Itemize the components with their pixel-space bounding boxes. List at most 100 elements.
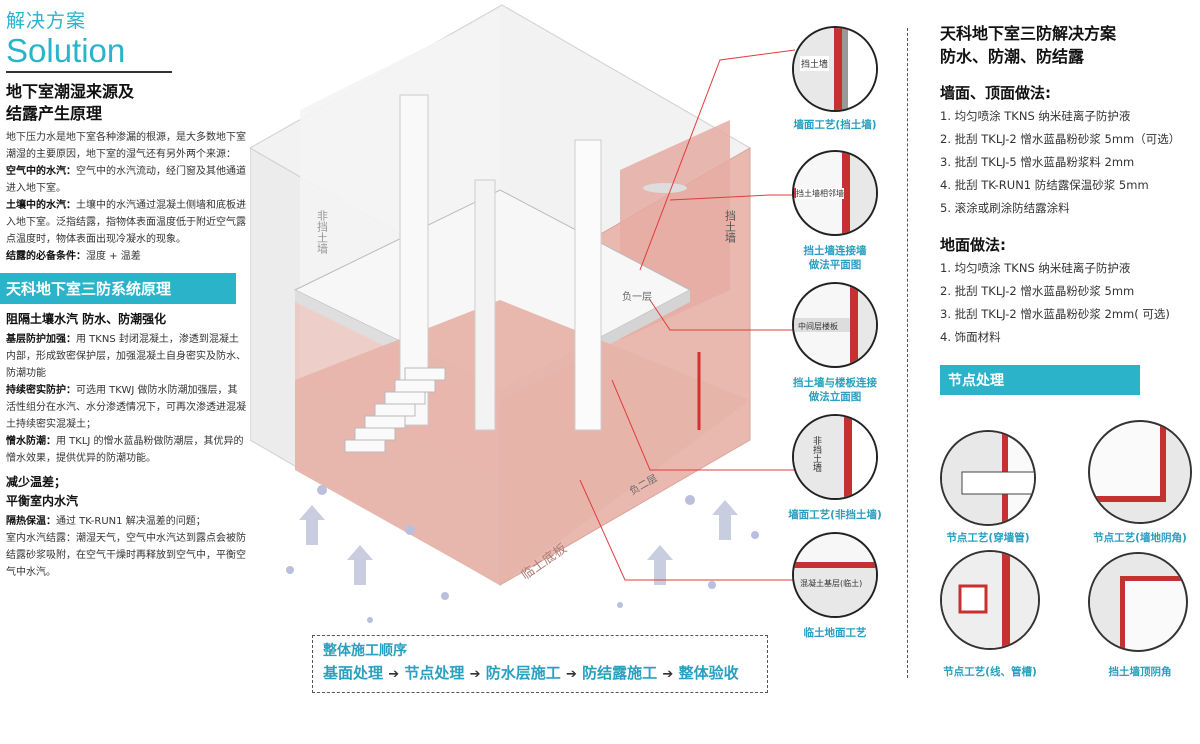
cause-title-line2: 结露产生原理 xyxy=(6,104,103,123)
solution-title: 天科地下室三防解决方案 xyxy=(940,24,1117,43)
node-caption-pipe: 节点工艺(穿墙管) xyxy=(946,532,1030,544)
node-caption-top-corner: 挡土墙顶阴角 xyxy=(1108,666,1172,678)
detail-inner-label-4: 非挡土墙 xyxy=(811,436,821,472)
pipe-node-svg xyxy=(942,432,1034,524)
caption-wall-connection-2: 做法平面图 xyxy=(808,259,862,271)
insulation-text: 通过 TK-RUN1 解决温差的问题； xyxy=(56,516,206,527)
title-underline xyxy=(6,71,172,73)
step-acceptance: 整体验收 xyxy=(678,664,739,682)
soil-vapor-text: 土壤中的水汽通过混凝土侧墙和底板进入地下室。泛指结露，指物体表面温度低于附近空气… xyxy=(6,200,246,245)
wall-step: 2. 批刮 TKLJ-2 憎水蓝晶粉砂浆 5mm（可选） xyxy=(940,132,1181,146)
floor-method-heading: 地面做法: xyxy=(940,236,1006,254)
arrow-icon: ➔ xyxy=(662,667,674,682)
column-right xyxy=(574,139,602,431)
node-circle-groove xyxy=(940,550,1040,650)
wall-method-list: 1. 均匀喷涂 TKNS 纳米硅离子防护液 2. 批刮 TKLJ-2 憎水蓝晶粉… xyxy=(940,105,1196,220)
floor-step: 3. 批刮 TKLJ-2 憎水蓝晶粉砂浆 2mm( 可选) xyxy=(940,307,1170,321)
hydrophobic-text: 用 TKLJ 的憎水蓝晶粉做防潮层，其优异的憎水效果，提供优异的防潮功能。 xyxy=(6,436,244,464)
node-circle-top-corner xyxy=(1088,552,1188,652)
floor-method-list: 1. 均匀喷涂 TKNS 纳米硅离子防护液 2. 批刮 TKLJ-2 憎水蓝晶粉… xyxy=(940,257,1196,349)
wall-step: 1. 均匀喷涂 TKNS 纳米硅离子防护液 xyxy=(940,109,1131,123)
ceiling-lamp xyxy=(643,183,687,193)
node-circle-pipe xyxy=(940,430,1036,526)
condensation-text: 室内水汽结露：潮湿天气，空气中水汽达到露点会被防结露砂浆吸附，在空气干燥时再释放… xyxy=(6,533,246,578)
detail-circle-wall-connection: 挡土墙相邻墙 xyxy=(792,150,878,236)
sequence-steps: 基面处理 ➔ 节点处理 ➔ 防水层施工 ➔ 防结露施工 ➔ 整体验收 xyxy=(323,662,757,683)
section-title-en: Solution xyxy=(6,32,126,69)
wall-step: 4. 批刮 TK-RUN1 防结露保温砂浆 5mm xyxy=(940,178,1149,192)
caption-wall-connection: 挡土墙连接墙做法平面图 xyxy=(775,244,895,272)
intro-text: 地下压力水是地下室各种渗漏的根源，是大多数地下室潮湿的主要原因，地下室的湿气还有… xyxy=(6,132,246,160)
label-non-retaining-wall: 非挡土墙 xyxy=(316,210,329,255)
system-principle-bar: 天科地下室三防系统原理 xyxy=(0,273,236,304)
caption-slab-connection: 挡土墙与楼板连接做法立面图 xyxy=(775,376,895,404)
wall-step: 5. 滚涂或刷涂防结露涂料 xyxy=(940,201,1070,215)
floor-step: 2. 批刮 TKLJ-2 憎水蓝晶粉砂浆 5mm xyxy=(940,284,1135,298)
left-column: 解决方案 Solution 地下室潮湿来源及 结露产生原理 地下压力水是地下室各… xyxy=(0,6,246,581)
detail-inner-label-5: 混凝土基层(临土) xyxy=(800,579,863,588)
air-vapor-label: 空气中的水汽： xyxy=(6,166,76,177)
caption-floor: 临土地面工艺 xyxy=(803,627,867,639)
soil-vapor-label: 土壤中的水汽： xyxy=(6,200,76,211)
caption-retaining-wall: 墙面工艺(挡土墙) xyxy=(793,119,877,131)
arrow-icon: ➔ xyxy=(469,667,481,682)
non-retaining-wall-svg xyxy=(794,416,876,498)
column-divider xyxy=(907,28,908,678)
column-mid xyxy=(474,179,496,431)
sequence-title: 整体施工顺序 xyxy=(323,643,407,659)
node-processing-bar: 节点处理 xyxy=(940,365,1140,395)
section-title-zh: 解决方案 xyxy=(6,10,87,32)
caption-non-retaining-wall: 墙面工艺(非挡土墙) xyxy=(788,509,882,521)
caption-slab-connection-2: 做法立面图 xyxy=(808,391,862,403)
base-protect-text: 用 TKNS 封闭混凝土，渗透到混凝土内部，形成致密保护层，加强混凝土自身密实及… xyxy=(6,334,246,379)
cause-title-line1: 地下室潮湿来源及 xyxy=(6,82,135,101)
top-corner-node-svg xyxy=(1090,554,1186,650)
step-anticondensation: 防结露施工 xyxy=(582,664,658,682)
condition-label: 结露的必备条件： xyxy=(6,251,86,262)
water-drops xyxy=(286,485,759,623)
insulation-label: 隔热保温： xyxy=(6,516,56,527)
label-b1: 负一层 xyxy=(622,290,652,303)
detail-inner-label-3: 中间层楼板 xyxy=(798,322,838,331)
floor-step: 1. 均匀喷涂 TKNS 纳米硅离子防护液 xyxy=(940,261,1131,275)
hydrophobic-label: 憎水防潮： xyxy=(6,436,56,447)
arrow-icon: ➔ xyxy=(566,667,577,682)
wall-step: 3. 批刮 TKLJ-5 憎水蓝晶粉浆料 2mm xyxy=(940,155,1135,169)
system-body-2: 隔热保温：通过 TK-RUN1 解决温差的问题； 室内水汽结露：潮湿天气，空气中… xyxy=(6,513,246,581)
detail-inner-label-1: 挡土墙 xyxy=(800,56,830,71)
detail-circle-retaining-wall: 挡土墙 xyxy=(792,26,878,112)
step-waterproof: 防水层施工 xyxy=(485,664,561,682)
label-retaining-wall: 挡土墙 xyxy=(724,209,737,244)
air-vapor-text: 空气中的水汽流动，经门窗及其他通道进入地下室。 xyxy=(6,166,246,194)
groove-node-svg xyxy=(942,552,1038,648)
node-caption-groove: 节点工艺(线、管槽) xyxy=(943,666,1037,678)
right-column: 天科地下室三防解决方案 防水、防潮、防结露 墙面、顶面做法: 1. 均匀喷涂 T… xyxy=(940,22,1196,395)
node-caption-corner: 节点工艺(墙地阴角) xyxy=(1093,532,1187,544)
moisture-arrows xyxy=(299,500,738,585)
step-node: 节点处理 xyxy=(404,664,465,682)
step-base: 基面处理 xyxy=(323,664,384,682)
floor-step: 4. 饰面材料 xyxy=(940,330,1001,344)
balance-vapor-title: 平衡室内水汽 xyxy=(6,494,79,508)
corner-node-svg xyxy=(1090,422,1190,522)
construction-sequence-box: 整体施工顺序 基面处理 ➔ 节点处理 ➔ 防水层施工 ➔ 防结露施工 ➔ 整体验… xyxy=(312,635,768,693)
block-soil-title: 阻隔土壤水汽 防水、防潮强化 xyxy=(6,312,167,326)
wall-method-heading: 墙面、顶面做法: xyxy=(940,84,1051,102)
dense-protect-text: 可选用 TKWJ 做防水防潮加强层，其活性组分在水汽、水分渗透情况下，可再次渗透… xyxy=(6,385,246,430)
basement-illustration: 非挡土墙 挡土墙 负一层 负二层 临土底板 xyxy=(248,0,796,630)
leader-lines xyxy=(579,49,796,581)
dense-protect-label: 持续密实防护： xyxy=(6,385,76,396)
caption-wall-connection-1: 挡土墙连接墙 xyxy=(803,245,867,257)
staircase xyxy=(344,367,446,453)
cause-body: 地下压力水是地下室各种渗漏的根源，是大多数地下室潮湿的主要原因，地下室的湿气还有… xyxy=(6,129,246,265)
condition-text: 湿度 + 温差 xyxy=(86,251,141,262)
detail-circle-floor: 混凝土基层(临土) xyxy=(792,532,878,618)
basement-cutaway-svg: 非挡土墙 挡土墙 负一层 负二层 临土底板 xyxy=(248,4,796,623)
detail-circle-non-retaining-wall: 非挡土墙 xyxy=(792,414,878,500)
node-circle-corner xyxy=(1088,420,1192,524)
reduce-temp-title: 减少温差； xyxy=(6,475,67,489)
caption-slab-connection-1: 挡土墙与楼板连接 xyxy=(793,377,877,389)
detail-inner-label-2: 挡土墙相邻墙 xyxy=(796,188,844,199)
base-protect-label: 基层防护加强： xyxy=(6,334,76,345)
floor-layers-svg xyxy=(794,562,876,616)
